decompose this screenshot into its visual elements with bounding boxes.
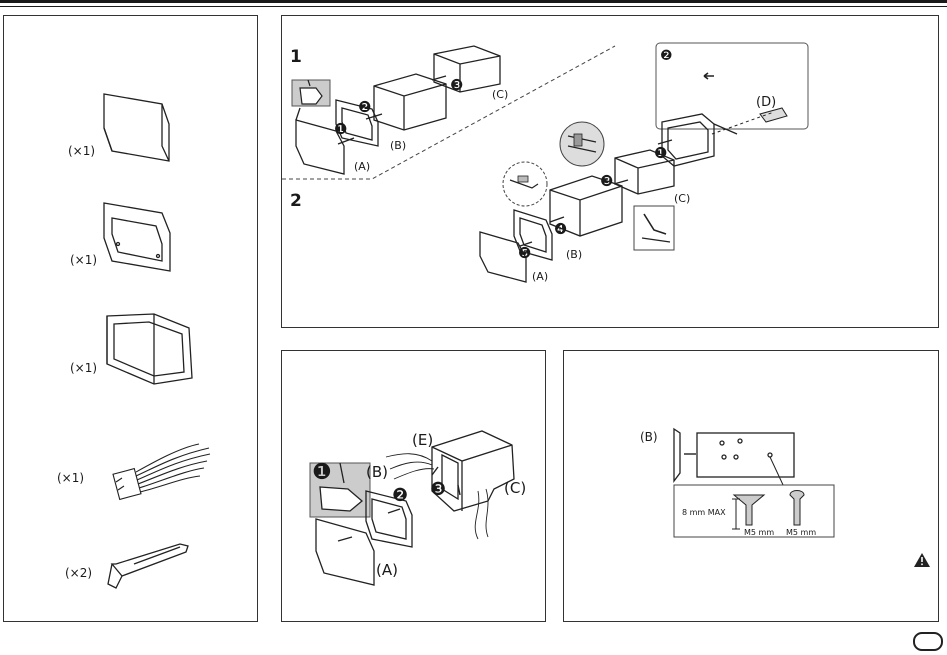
step2-trim-plate <box>513 209 553 261</box>
mounting-panel: (B) 8 mm MAX M5 mm M5 mm <box>563 350 939 622</box>
screw-2-label: M5 mm <box>786 528 816 537</box>
mounting-unit-side <box>696 432 795 478</box>
installation-panel: 1 2 ❶ ❷ ❸ (A) (B) (C) <box>281 15 939 328</box>
removal-diagram: ❶ ❷ ❸ (A) (B) (C) (E) <box>309 430 526 586</box>
warning-icon <box>914 553 930 567</box>
step2-arrow-5 <box>519 241 533 247</box>
step2-alignment-line <box>711 111 775 135</box>
trim-plate-icon <box>103 202 171 272</box>
top-rule <box>0 0 947 3</box>
max-depth-label: 8 mm MAX <box>682 508 726 517</box>
screw-1-label: M5 mm <box>744 528 774 537</box>
wiring-harness-icon <box>112 443 211 501</box>
step1-label-b: (B) <box>390 139 406 152</box>
step2-detail-box <box>633 205 675 251</box>
step2-arrow-4 <box>549 216 565 223</box>
removal-sleeve-unit <box>431 430 515 512</box>
extraction-key-icon <box>107 543 189 589</box>
step2-label-b: (B) <box>566 248 582 261</box>
step1-arrow-3 <box>431 75 447 81</box>
removal-label-c: (C) <box>504 479 526 497</box>
step2-arrow-1 <box>657 139 673 145</box>
parts-list-panel: (×1) (×1) (×1) (×1) (×2) <box>3 15 258 622</box>
faceplate-qty: (×1) <box>68 144 96 158</box>
removal-trim-plate <box>365 490 413 548</box>
mounting-label-b: (B) <box>640 430 658 444</box>
removal-num-3: ❸ <box>430 479 446 500</box>
mounting-trim-plate <box>673 427 681 483</box>
removal-label-b: (B) <box>366 463 388 481</box>
trim-plate-qty: (×1) <box>70 253 98 267</box>
step2-num-3: ❸ <box>600 172 613 190</box>
step1-num-1: ❶ <box>334 120 347 138</box>
step2-detail-circle-2 <box>559 121 605 167</box>
step-2-label: 2 <box>290 191 302 211</box>
page-badge <box>913 632 943 651</box>
step1-label-a: (A) <box>354 160 370 173</box>
removal-label-e: (E) <box>412 431 433 449</box>
removal-arrow-3 <box>431 466 461 496</box>
step1-num-2: ❷ <box>358 98 371 116</box>
removal-arrow-1 <box>337 536 353 542</box>
removal-arrow-2 <box>387 508 401 514</box>
removal-num-1: ❶ <box>312 460 332 485</box>
section-divider <box>282 45 616 180</box>
screw-detail-box <box>673 484 835 538</box>
step1-trim-plate <box>335 99 379 147</box>
step2-num-1: ❶ <box>654 144 667 162</box>
mounting-sleeve-qty: (×1) <box>70 361 98 375</box>
step1-arrow-1 <box>337 137 355 145</box>
step1-unit <box>373 73 447 131</box>
removal-panel: ❶ ❷ ❸ (A) (B) (C) (E) <box>281 350 546 622</box>
screw-leader <box>769 456 785 488</box>
removal-faceplate <box>315 518 375 586</box>
step2-num-4: ❹ <box>554 220 567 238</box>
faceplate-icon <box>103 93 170 162</box>
step1-arrow-2 <box>365 113 383 120</box>
step2-num-5: ❺ <box>518 244 531 262</box>
top-thin-rule <box>0 6 947 7</box>
removal-wires <box>385 453 489 540</box>
inset-num-2: ❷ <box>660 48 673 64</box>
step2-arrow-3 <box>613 179 629 185</box>
step1-sleeve <box>433 45 501 93</box>
extraction-key-qty: (×2) <box>65 566 93 580</box>
removal-hand-inset <box>309 462 371 518</box>
step1-hand-inset <box>291 79 331 107</box>
step1-faceplate <box>295 107 345 175</box>
mounting-diagram: (B) 8 mm MAX M5 mm M5 mm <box>640 427 930 567</box>
removal-num-2: ❷ <box>392 485 408 506</box>
dashboard-inset <box>655 42 809 130</box>
step2-detail-circle-1 <box>502 161 548 207</box>
step-1-label: 1 <box>290 47 302 67</box>
parts-illustrations <box>103 93 211 589</box>
installation-diagram: 1 2 ❶ ❷ ❸ (A) (B) (C) <box>282 42 809 283</box>
wiring-harness-qty: (×1) <box>57 471 85 485</box>
inset-label-d: (D) <box>756 95 776 110</box>
step2-label-c: (C) <box>674 192 690 205</box>
step2-faceplate <box>479 231 527 283</box>
removal-label-a: (A) <box>376 561 398 579</box>
step2-unit <box>549 175 623 237</box>
mounting-sleeve-icon <box>106 313 193 385</box>
step1-label-c: (C) <box>492 88 508 101</box>
step2-label-a: (A) <box>532 270 548 283</box>
step1-num-3: ❸ <box>450 76 463 94</box>
